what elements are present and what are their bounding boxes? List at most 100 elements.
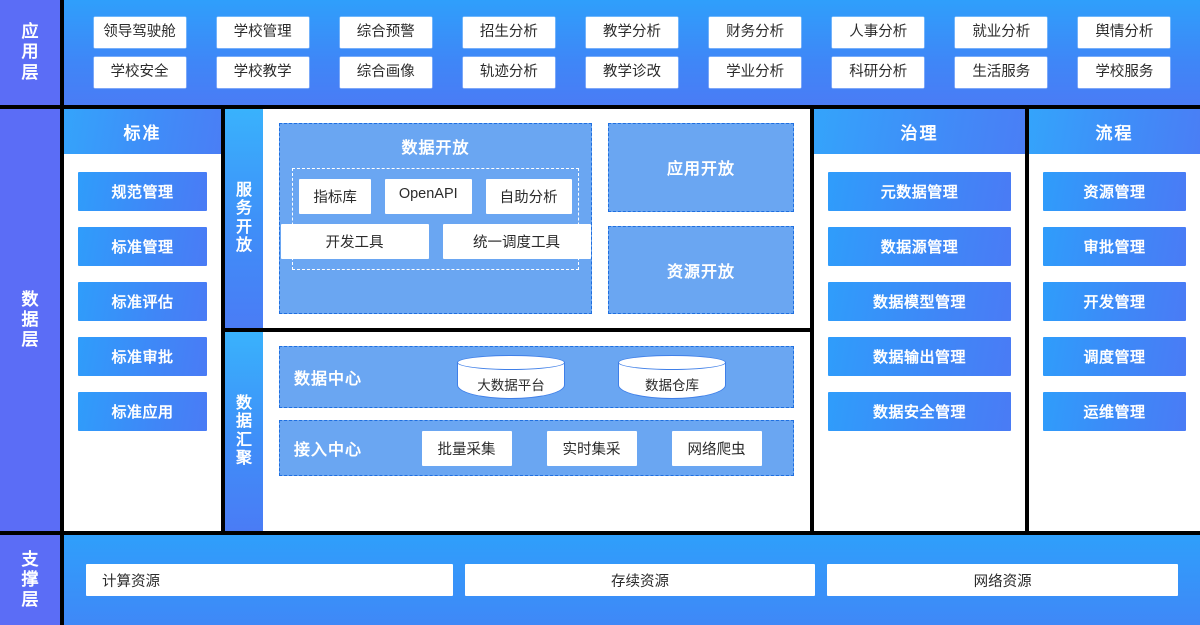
data-layer-body: 标准 规范管理 标准管理 标准评估 标准审批 标准应用 服务开放 [64, 109, 1200, 531]
app-chip[interactable]: 科研分析 [832, 57, 925, 88]
app-chip[interactable]: 综合预警 [339, 17, 432, 48]
governance-item[interactable]: 数据模型管理 [828, 282, 1011, 321]
app-cell: 学校管理 [201, 17, 324, 48]
access-center-row: 接入中心 批量采集 实时集采 网络爬虫 [279, 420, 794, 476]
app-chip[interactable]: 学校安全 [93, 57, 186, 88]
governance-item[interactable]: 数据输出管理 [828, 337, 1011, 376]
standard-item[interactable]: 标准管理 [78, 227, 207, 266]
app-chip[interactable]: 人事分析 [832, 17, 925, 48]
service-open-label: 服务开放 [225, 109, 263, 328]
governance-item[interactable]: 数据源管理 [828, 227, 1011, 266]
data-open-row-1: 指标库 OpenAPI 自助分析 [299, 179, 572, 214]
process-item[interactable]: 开发管理 [1043, 282, 1186, 321]
data-open-title: 数据开放 [401, 140, 470, 157]
support-layer-body: 计算资源 存续资源 网络资源 [64, 535, 1200, 625]
access-center-chip[interactable]: 网络爬虫 [671, 430, 762, 466]
application-layer-body: 领导驾驶舱 学校管理 综合预警 招生分析 教学分析 财务分析 人事分析 就业分析… [64, 0, 1200, 105]
app-cell: 学校教学 [201, 57, 324, 88]
app-cell: 学校服务 [1063, 57, 1186, 88]
app-chip[interactable]: 轨迹分析 [462, 57, 555, 88]
process-column-title: 流程 [1029, 109, 1200, 154]
app-cell: 科研分析 [817, 57, 940, 88]
support-chip-storage[interactable]: 存续资源 [464, 564, 816, 596]
app-cell: 轨迹分析 [447, 57, 570, 88]
process-item[interactable]: 运维管理 [1043, 392, 1186, 431]
data-open-inner-box: 指标库 OpenAPI 自助分析 开发工具 统一调度工具 [280, 168, 591, 270]
app-chip[interactable]: 领导驾驶舱 [93, 17, 186, 48]
app-cell: 就业分析 [940, 17, 1063, 48]
governance-item[interactable]: 数据安全管理 [828, 392, 1011, 431]
service-open-section: 服务开放 数据开放 指标库 OpenAPI 自助分析 [225, 109, 810, 328]
process-item[interactable]: 审批管理 [1043, 227, 1186, 266]
data-aggregation-section: 数据汇聚 数据中心 大数据平台 [225, 332, 810, 531]
app-cell: 学业分析 [694, 57, 817, 88]
access-center-items: 批量采集 实时集采 网络爬虫 [404, 430, 779, 466]
data-open-chip[interactable]: 统一调度工具 [442, 224, 591, 259]
data-center-row: 数据中心 大数据平台 数据仓库 [279, 346, 794, 408]
app-chip[interactable]: 生活服务 [955, 57, 1048, 88]
process-column-list: 资源管理 审批管理 开发管理 调度管理 运维管理 [1029, 154, 1200, 531]
data-open-panel[interactable]: 数据开放 指标库 OpenAPI 自助分析 开发工具 统一调度工具 [279, 123, 592, 314]
access-center-label: 接入中心 [294, 442, 363, 459]
cylinder-top [618, 355, 726, 370]
standard-item[interactable]: 标准应用 [78, 392, 207, 431]
standard-item[interactable]: 标准审批 [78, 337, 207, 376]
app-chip[interactable]: 舆情分析 [1078, 17, 1171, 48]
access-center-chip[interactable]: 实时集采 [546, 430, 637, 466]
app-chip[interactable]: 就业分析 [955, 17, 1048, 48]
app-cell: 教学诊改 [570, 57, 693, 88]
standard-column-list: 规范管理 标准管理 标准评估 标准审批 标准应用 [64, 154, 221, 531]
app-chip[interactable]: 综合画像 [339, 57, 432, 88]
access-center-chip[interactable]: 批量采集 [421, 430, 512, 466]
data-open-chip[interactable]: 开发工具 [280, 224, 429, 259]
application-layer-label: 应用层 [0, 0, 60, 105]
app-chip[interactable]: 学业分析 [709, 57, 802, 88]
governance-column-list: 元数据管理 数据源管理 数据模型管理 数据输出管理 数据安全管理 [814, 154, 1025, 531]
support-chip-compute[interactable]: 计算资源 [86, 564, 453, 596]
support-chip-network[interactable]: 网络资源 [827, 564, 1179, 596]
data-center-items: 大数据平台 数据仓库 [404, 355, 779, 399]
app-chip[interactable]: 财务分析 [709, 17, 802, 48]
application-layer-label-text: 应用层 [21, 22, 40, 82]
cylinder-label: 数据仓库 [645, 378, 699, 393]
governance-column: 治理 元数据管理 数据源管理 数据模型管理 数据输出管理 数据安全管理 [814, 109, 1025, 531]
app-cell: 综合画像 [324, 57, 447, 88]
data-aggregation-body: 数据中心 大数据平台 数据仓库 [263, 332, 810, 531]
governance-item[interactable]: 元数据管理 [828, 172, 1011, 211]
process-column: 流程 资源管理 审批管理 开发管理 调度管理 运维管理 [1029, 109, 1200, 531]
data-open-chip[interactable]: 自助分析 [485, 179, 572, 214]
app-chip[interactable]: 教学诊改 [585, 57, 678, 88]
standard-item[interactable]: 标准评估 [78, 282, 207, 321]
process-item[interactable]: 调度管理 [1043, 337, 1186, 376]
governance-column-title: 治理 [814, 109, 1025, 154]
app-cell: 舆情分析 [1063, 17, 1186, 48]
center-stack: 服务开放 数据开放 指标库 OpenAPI 自助分析 [225, 109, 810, 531]
data-center-label: 数据中心 [294, 371, 363, 388]
data-layer-label-text: 数据层 [21, 289, 40, 350]
app-cell: 财务分析 [694, 17, 817, 48]
standard-item[interactable]: 规范管理 [78, 172, 207, 211]
application-layer: 应用层 领导驾驶舱 学校管理 综合预警 招生分析 教学分析 财务分析 人事分析 … [0, 0, 1200, 105]
app-chip[interactable]: 教学分析 [585, 17, 678, 48]
data-open-chip[interactable]: 指标库 [299, 179, 371, 214]
data-aggregation-label-text: 数据汇聚 [236, 394, 254, 467]
data-layer: 数据层 标准 规范管理 标准管理 标准评估 标准审批 标准应用 服务 [0, 109, 1200, 531]
app-chip[interactable]: 学校管理 [216, 17, 309, 48]
app-cell: 教学分析 [570, 17, 693, 48]
support-layer-label-text: 支撑层 [21, 549, 40, 610]
service-open-label-text: 服务开放 [236, 181, 254, 254]
app-chip[interactable]: 学校教学 [216, 57, 309, 88]
app-chip[interactable]: 招生分析 [462, 17, 555, 48]
database-cylinder-icon[interactable]: 大数据平台 [457, 355, 565, 399]
service-open-body: 数据开放 指标库 OpenAPI 自助分析 开发工具 统一调度工具 [263, 109, 810, 328]
database-cylinder-icon[interactable]: 数据仓库 [618, 355, 726, 399]
app-chip[interactable]: 学校服务 [1078, 57, 1171, 88]
data-open-chip[interactable]: OpenAPI [384, 179, 472, 214]
app-cell: 学校安全 [78, 57, 201, 88]
resource-open-panel[interactable]: 资源开放 [608, 225, 794, 314]
application-row-bottom: 学校安全 学校教学 综合画像 轨迹分析 教学诊改 学业分析 科研分析 生活服务 … [78, 57, 1186, 88]
app-cell: 人事分析 [817, 17, 940, 48]
process-item[interactable]: 资源管理 [1043, 172, 1186, 211]
application-open-panel[interactable]: 应用开放 [608, 123, 794, 212]
